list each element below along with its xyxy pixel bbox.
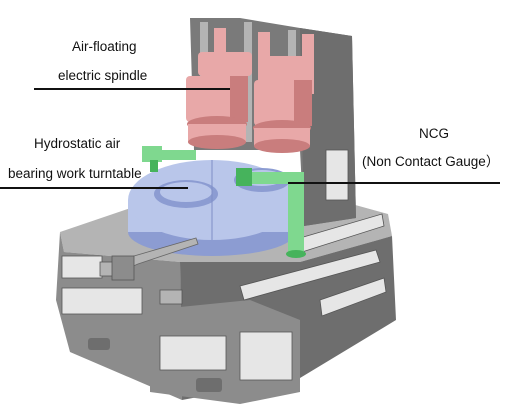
turntable-leader-line xyxy=(0,187,188,189)
column-plate xyxy=(325,149,349,201)
gauge-head xyxy=(236,168,252,186)
gauge-foot xyxy=(286,250,306,258)
access-slot xyxy=(159,289,183,305)
foot xyxy=(88,338,110,350)
spindle-label-line2: electric spindle xyxy=(58,68,148,83)
gauge-post-right xyxy=(288,182,304,254)
ncg-label-line1: NCG xyxy=(419,126,449,141)
side-plate xyxy=(319,277,387,317)
spindle-leader-line xyxy=(34,88,230,90)
chuck-table-inner xyxy=(160,182,212,202)
spindle-housing xyxy=(186,76,244,122)
turntable-label-line2: bearing work turntable xyxy=(8,166,142,181)
ncg-leader-line xyxy=(288,182,500,184)
side-plate xyxy=(239,331,293,381)
side-plate xyxy=(239,249,381,301)
spindle-assemblies xyxy=(186,28,314,153)
gauge-arm-left xyxy=(160,150,196,160)
turntable-label-line1: Hydrostatic air xyxy=(34,136,121,151)
gauge-arm-left xyxy=(142,146,162,162)
spindle-housing-side xyxy=(230,76,248,122)
side-plate xyxy=(61,255,103,279)
spindle-bottom xyxy=(254,139,310,153)
spindle-bottom xyxy=(188,135,246,149)
gauge-probe xyxy=(150,160,158,172)
spindle-housing-side xyxy=(294,80,312,126)
gauges xyxy=(142,146,306,258)
spindle-label-line1: Air-floating xyxy=(72,39,137,54)
spindle-left xyxy=(186,52,252,149)
ncg-label-line2: (Non Contact Gauge） xyxy=(362,154,500,169)
foot xyxy=(196,378,222,392)
side-plate xyxy=(159,335,227,371)
spindle-motor xyxy=(262,56,314,80)
spindle-right xyxy=(253,56,314,153)
arm-block xyxy=(111,255,135,281)
spindle-motor xyxy=(198,52,252,76)
gauge-arm-right xyxy=(244,172,304,184)
side-plate xyxy=(61,287,143,315)
machine-base xyxy=(56,198,396,404)
